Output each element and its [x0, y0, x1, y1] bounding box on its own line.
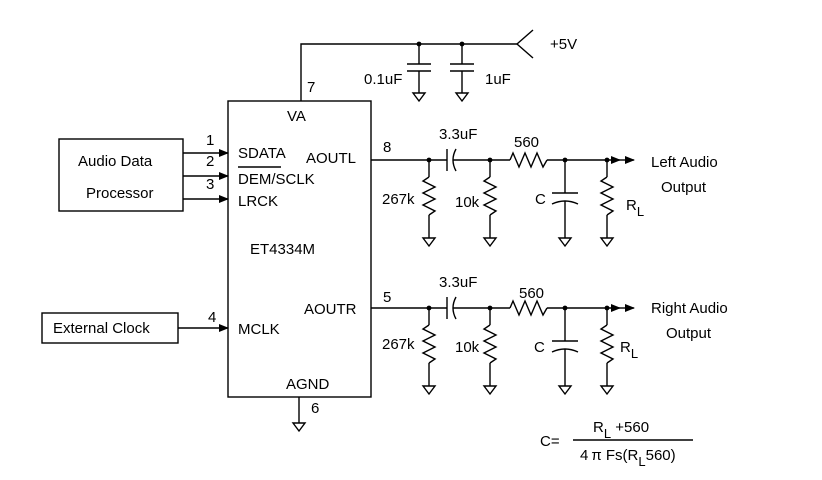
resistor-icon [421, 324, 437, 364]
pin-num-aoutr: 5 [383, 289, 391, 306]
left-filter-cap-label: C [535, 191, 546, 208]
pin-num-agnd: 6 [311, 400, 319, 417]
pin-label-agnd: AGND [286, 376, 330, 393]
supply-cap2-label: 1uF [485, 71, 511, 88]
audio-processor-line2: Processor [86, 185, 154, 202]
resistor-icon [599, 324, 615, 364]
capacitor-icon [407, 44, 431, 103]
left-shunt-res2-label: 10k [455, 194, 480, 211]
pin-num-dem: 2 [206, 153, 214, 170]
pin-label-lrck: LRCK [238, 193, 278, 210]
supply-terminal-icon [515, 29, 534, 59]
right-coupling-cap-label: 3.3uF [439, 274, 477, 291]
capacitor-icon [450, 44, 474, 103]
left-output-line2: Output [661, 179, 707, 196]
resistor-icon [509, 299, 548, 317]
pin-label-va: VA [287, 108, 306, 125]
pin-label-mclk: MCLK [238, 321, 280, 338]
resistor-icon [482, 324, 498, 364]
resistor-icon [482, 176, 498, 216]
pin-num-lrck: 3 [206, 176, 214, 193]
pin-label-aoutl: AOUTL [306, 150, 356, 167]
ground-icon [421, 385, 437, 396]
ground-icon [599, 237, 615, 248]
right-shunt-res2-label: 10k [455, 339, 480, 356]
right-output-line1: Right Audio [651, 300, 728, 317]
audio-processor-line1: Audio Data [78, 153, 153, 170]
right-load-label: RL [620, 339, 638, 361]
left-coupling-cap-label: 3.3uF [439, 126, 477, 143]
external-clock-label: External Clock [53, 320, 150, 337]
resistor-icon [509, 151, 548, 169]
left-load-label: RL [626, 197, 644, 219]
ground-icon [482, 385, 498, 396]
pin-num-aoutl: 8 [383, 139, 391, 156]
pin-num-sdata: 1 [206, 132, 214, 149]
resistor-icon [421, 176, 437, 216]
resistor-icon [599, 176, 615, 216]
formula-numerator: RL +560 [593, 419, 649, 441]
ground-icon [557, 237, 573, 248]
pin-num-va: 7 [307, 79, 315, 96]
right-shunt-res1-label: 267k [382, 336, 415, 353]
left-output-line1: Left Audio [651, 154, 718, 171]
ground-icon [421, 237, 437, 248]
left-series-res-label: 560 [514, 134, 539, 151]
supply-cap1-label: 0.1uF [364, 71, 402, 88]
ground-icon [599, 385, 615, 396]
supply-label: +5V [550, 36, 577, 53]
audio-data-processor-block [58, 138, 184, 212]
ground-icon [557, 385, 573, 396]
wire-va-supply [300, 43, 517, 101]
right-output-line2: Output [666, 325, 712, 342]
pin-label-dem-sclk: DEM/SCLK [238, 171, 315, 188]
chip-name: ET4334M [250, 241, 315, 258]
left-shunt-res1-label: 267k [382, 191, 415, 208]
pin-label-sdata: SDATA [238, 145, 286, 162]
right-channel-circuit [371, 296, 635, 396]
ground-icon [291, 422, 307, 433]
pin-label-aoutr: AOUTR [304, 301, 357, 318]
left-channel-circuit [371, 148, 635, 248]
pin-num-mclk: 4 [208, 309, 216, 326]
right-series-res-label: 560 [519, 285, 544, 302]
right-filter-cap-label: C [534, 339, 545, 356]
formula-lhs: C= [540, 433, 560, 450]
ground-icon [482, 237, 498, 248]
